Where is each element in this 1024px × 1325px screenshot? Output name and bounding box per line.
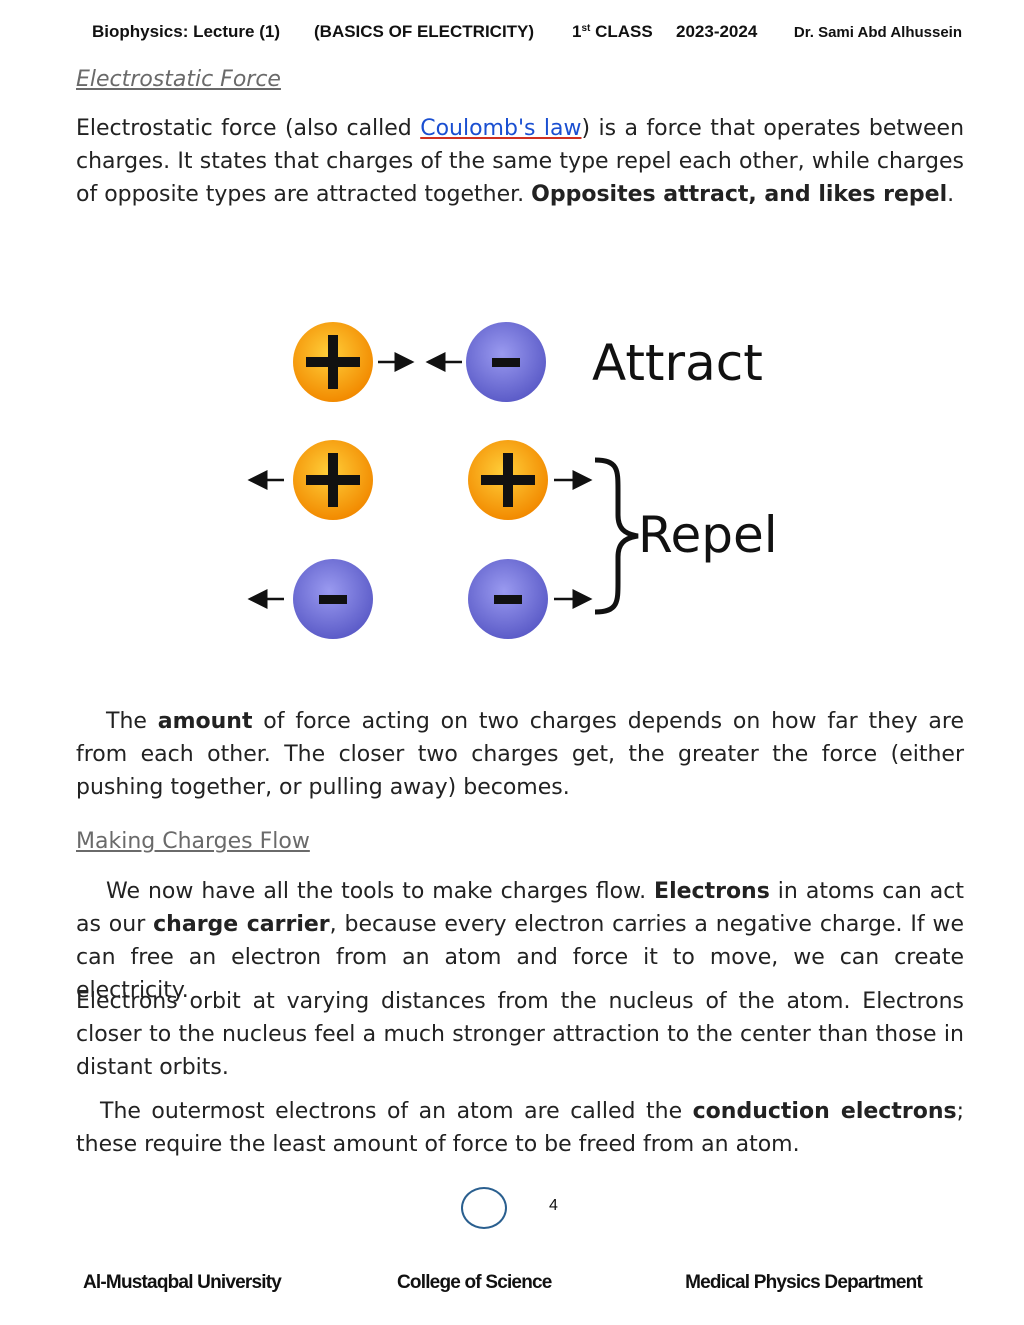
positive-charge-icon (468, 440, 548, 520)
header-course: Biophysics: Lecture (1) (92, 22, 280, 41)
negative-charge-icon (468, 559, 548, 639)
footer-university: Al-Mustaqbal University (83, 1272, 282, 1293)
attract-repel-diagram: Attract Repel (247, 322, 778, 639)
paragraph-charge-carrier: We now have all the tools to make charge… (76, 879, 964, 1003)
header-topic: (BASICS OF ELECTRICITY) (314, 22, 535, 41)
paragraph-electrostatic-intro: Electrostatic force (also called Coulomb… (76, 116, 965, 207)
page-footer: Al-Mustaqbal University College of Scien… (0, 1270, 1024, 1300)
header-year: 2023-2024 (676, 22, 758, 41)
section-heading-electrostatic-force: Electrostatic Force (76, 67, 281, 92)
page-marker-circle-icon (461, 1187, 507, 1229)
negative-charge-icon (466, 322, 546, 402)
attract-label: Attract (592, 334, 763, 392)
paragraph-electron-orbits: Electrons orbit at varying distances fro… (76, 989, 964, 1080)
section-heading-making-charges-flow: Making Charges Flow (76, 829, 310, 854)
header-class: 1st CLASS (572, 22, 653, 41)
footer-department: Medical Physics Department (685, 1272, 923, 1293)
repel-label: Repel (638, 506, 778, 564)
positive-charge-icon (293, 322, 373, 402)
header-author: Dr. Sami Abd Alhussein (793, 24, 962, 41)
curly-brace-icon (594, 457, 639, 615)
negative-charge-icon (293, 559, 373, 639)
paragraph-force-amount: The amount of force acting on two charge… (76, 709, 964, 800)
page-number: 4 (549, 1197, 558, 1214)
paragraph-conduction-electrons: The outermost electrons of an atom are c… (76, 1099, 964, 1157)
page-header: Biophysics: Lecture (1) (BASICS OF ELECT… (92, 20, 962, 46)
coulombs-law-link[interactable]: Coulomb's law (420, 116, 582, 141)
positive-charge-icon (293, 440, 373, 520)
footer-college: College of Science (397, 1272, 552, 1293)
